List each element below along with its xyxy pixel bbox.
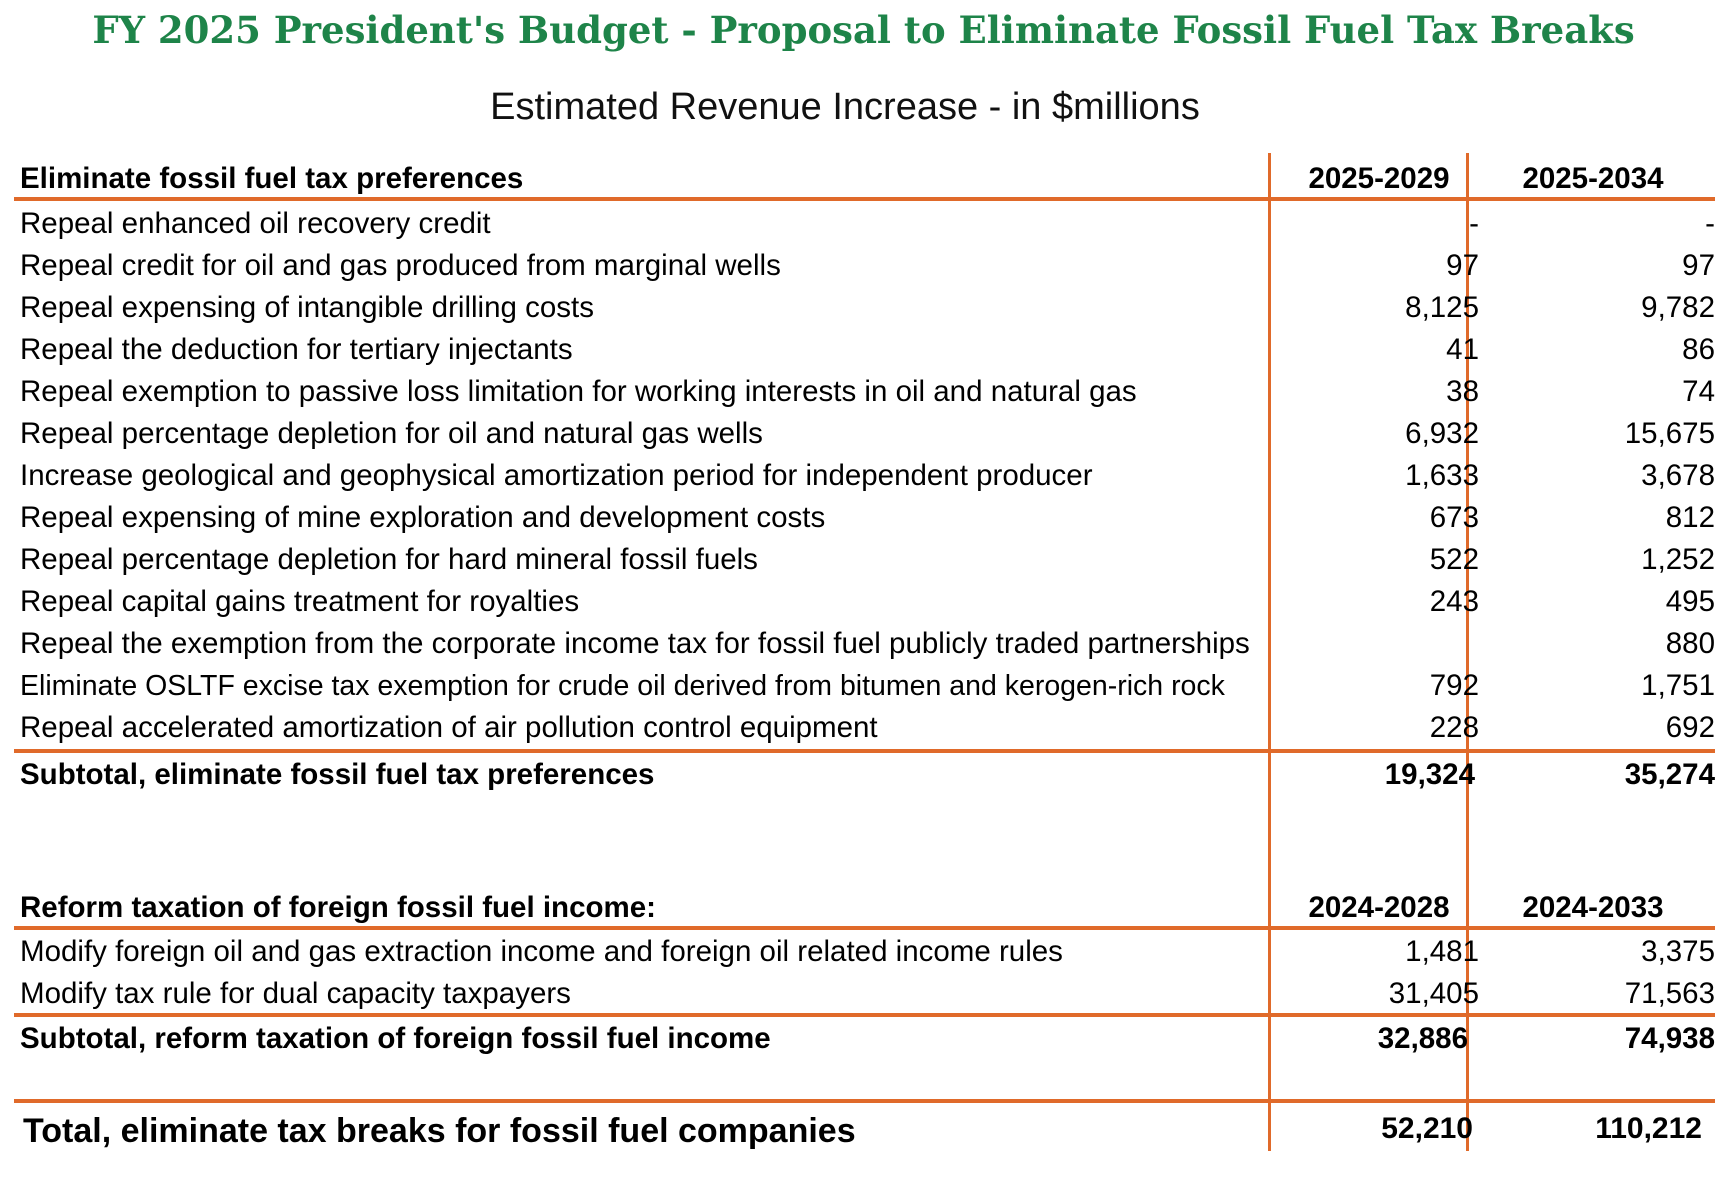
table-row: Increase geological and geophysical amor… [20,455,1715,497]
total-label: Total, eliminate tax breaks for fossil f… [23,1112,856,1150]
row-value-col2: 495 [1665,585,1715,618]
row-label: Repeal percentage depletion for oil and … [20,417,763,450]
section1-col1-header: 2025-2029 [1308,162,1450,195]
row-value-col1: 1,481 [1405,935,1479,968]
table-row: Repeal capital gains treatment for royal… [20,581,1715,623]
section1-subtotal-row: Subtotal, eliminate fossil fuel tax pref… [20,754,1715,796]
section1-col2-header: 2025-2034 [1522,162,1664,195]
section1-header-rule [14,197,1715,201]
table-row: Repeal percentage depletion for oil and … [20,413,1715,455]
table-row: Repeal expensing of mine exploration and… [20,497,1715,539]
table-row: Eliminate OSLTF excise tax exemption for… [20,665,1715,707]
table-row: Repeal percentage depletion for hard min… [20,539,1715,581]
row-value-col2: 71,563 [1624,977,1715,1010]
table-row: Repeal accelerated amortization of air p… [20,707,1715,749]
row-value-col2: 692 [1665,711,1715,744]
row-value-col1: 243 [1429,585,1479,618]
subtotal-value-col1: 32,886 [1377,1022,1468,1055]
row-label: Repeal the deduction for tertiary inject… [20,333,573,366]
row-label: Modify foreign oil and gas extraction in… [20,935,1063,968]
row-value-col2: 1,252 [1641,543,1715,576]
table-row: Repeal enhanced oil recovery credit - - [20,203,1715,245]
row-value-col2: 9,782 [1641,291,1715,324]
row-value-col2: 880 [1665,627,1715,660]
row-label: Modify tax rule for dual capacity taxpay… [20,977,571,1010]
subtotal-value-col2: 74,938 [1624,1022,1715,1055]
row-label: Repeal exemption to passive loss limitat… [20,375,1137,408]
section2-header-row: Reform taxation of foreign fossil fuel i… [20,887,1715,929]
row-value-col1: 31,405 [1388,977,1479,1010]
row-label: Repeal percentage depletion for hard min… [20,543,758,576]
column-divider-2 [1466,153,1469,1151]
row-value-col1: 38 [1446,375,1479,408]
row-value-col2: 74 [1682,375,1715,408]
total-value-col2: 110,212 [1595,1112,1702,1145]
page-title: FY 2025 President's Budget - Proposal to… [92,8,1635,52]
table-row: Repeal the exemption from the corporate … [20,623,1715,665]
row-value-col1: 1,633 [1405,459,1479,492]
row-value-col1: 41 [1446,333,1479,366]
total-value-col1: 52,210 [1381,1112,1473,1145]
row-label: Repeal credit for oil and gas produced f… [20,249,781,282]
table-row: Repeal expensing of intangible drilling … [20,287,1715,329]
row-value-col1: 97 [1446,249,1479,282]
grand-total-row: Total, eliminate tax breaks for fossil f… [20,1106,1715,1156]
table-row: Modify foreign oil and gas extraction in… [20,931,1715,973]
row-value-col1: 673 [1429,501,1479,534]
section2-subtotal-rule [14,1013,1715,1017]
row-value-col1: 8,125 [1405,291,1479,324]
row-value-col1: 792 [1429,669,1479,702]
row-value-col1: 522 [1429,543,1479,576]
row-value-col1: 6,932 [1405,417,1479,450]
row-value-col2: 812 [1665,501,1715,534]
row-value-col1: 228 [1429,711,1479,744]
table-row: Repeal exemption to passive loss limitat… [20,371,1715,413]
row-label: Repeal enhanced oil recovery credit [20,207,491,240]
row-value-col2: - [1705,207,1715,240]
row-label: Repeal expensing of mine exploration and… [20,501,826,534]
section1-header-row: Eliminate fossil fuel tax preferences 20… [20,158,1715,200]
subtotal-label: Subtotal, reform taxation of foreign fos… [20,1022,771,1055]
row-value-col1: - [1469,207,1479,240]
section2-col1-header: 2024-2028 [1308,891,1450,924]
column-divider-1 [1268,153,1271,1151]
row-value-col2: 15,675 [1624,417,1715,450]
total-rule [14,1099,1715,1103]
section1-subtotal-rule [14,749,1715,753]
row-label: Increase geological and geophysical amor… [20,459,1093,492]
subtotal-label: Subtotal, eliminate fossil fuel tax pref… [20,758,655,791]
row-value-col2: 3,678 [1641,459,1715,492]
section2-header-rule [14,926,1715,930]
row-value-col2: 97 [1682,249,1715,282]
subtotal-value-col2: 35,274 [1624,758,1715,791]
row-value-col2: 1,751 [1641,669,1715,702]
table-row: Repeal credit for oil and gas produced f… [20,245,1715,287]
page-subtitle: Estimated Revenue Increase - in $million… [490,86,1200,128]
row-label: Repeal the exemption from the corporate … [20,627,1250,660]
section1-header: Eliminate fossil fuel tax preferences [20,162,524,195]
section2-header: Reform taxation of foreign fossil fuel i… [20,891,656,924]
table-row: Repeal the deduction for tertiary inject… [20,329,1715,371]
section2-subtotal-row: Subtotal, reform taxation of foreign fos… [20,1018,1715,1060]
row-label: Repeal expensing of intangible drilling … [20,291,594,324]
section2-col2-header: 2024-2033 [1522,891,1664,924]
row-label: Repeal accelerated amortization of air p… [20,711,878,744]
table-row: Modify tax rule for dual capacity taxpay… [20,973,1715,1015]
row-label: Repeal capital gains treatment for royal… [20,585,580,618]
row-value-col2: 86 [1682,333,1715,366]
subtotal-value-col1: 19,324 [1384,758,1475,791]
row-value-col2: 3,375 [1641,935,1715,968]
row-label: Eliminate OSLTF excise tax exemption for… [20,670,1225,702]
